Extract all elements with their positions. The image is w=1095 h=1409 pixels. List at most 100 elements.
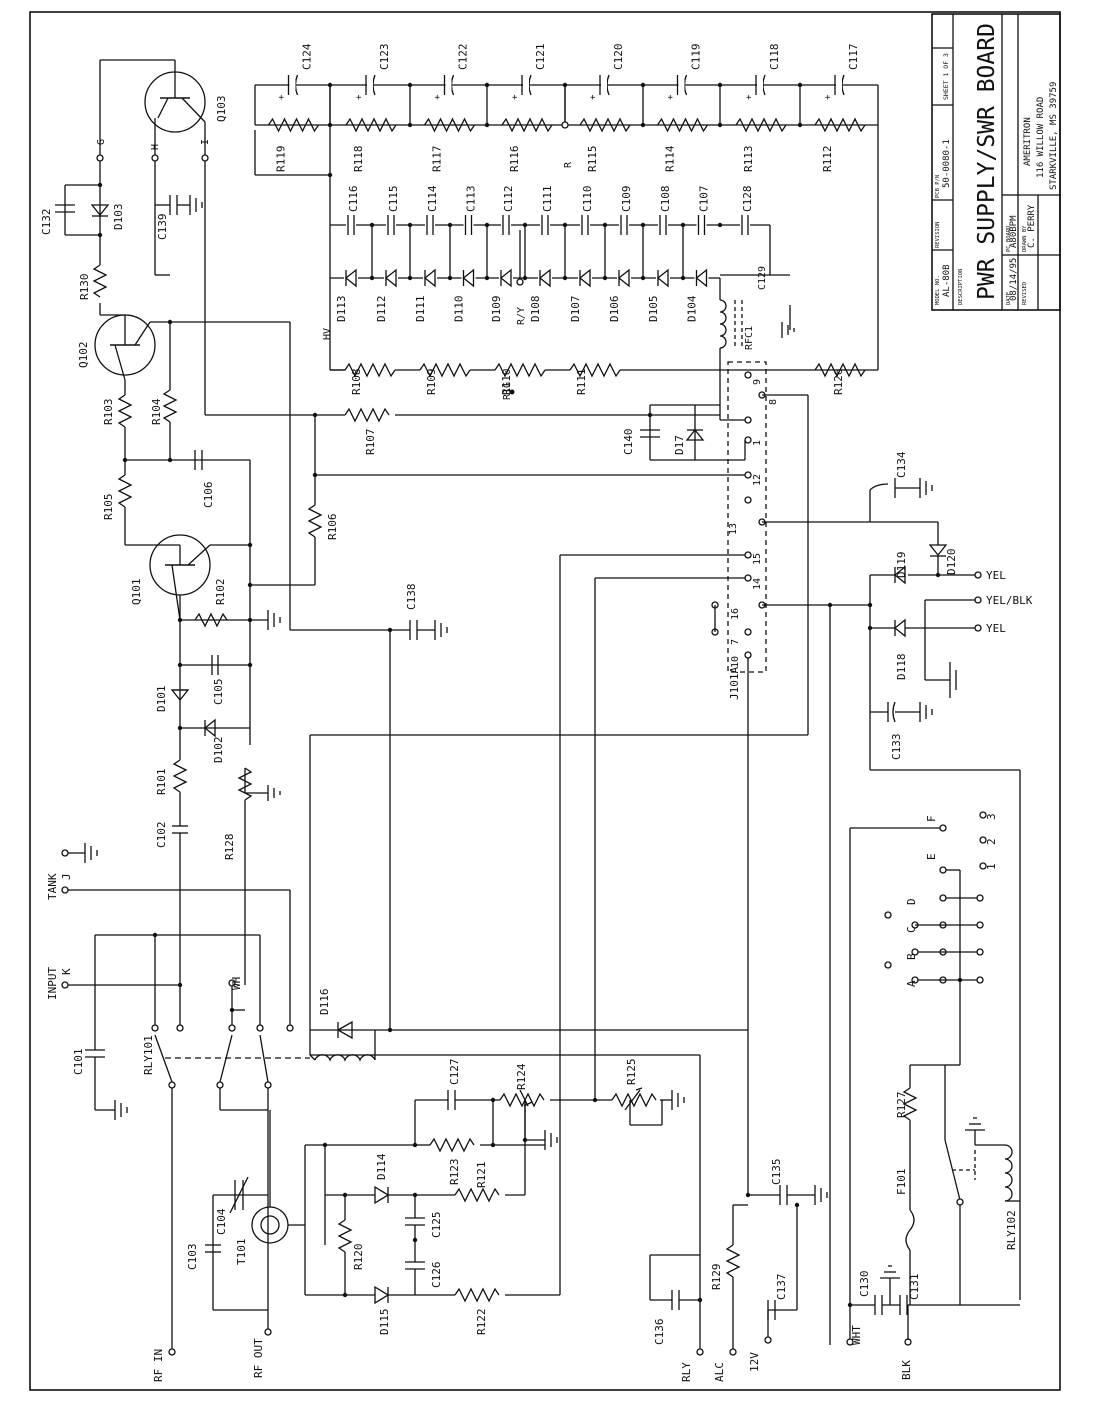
svg-text:D119: D119 (895, 552, 908, 579)
svg-text:D106: D106 (608, 296, 621, 323)
bleeder-resistor (419, 362, 471, 378)
r128-label: R128 (223, 834, 236, 861)
multiplier-diode (538, 268, 552, 288)
c138-label: C138 (405, 584, 418, 611)
multiplier-cap-label: C116 (347, 186, 360, 213)
d102-label: D102 (212, 737, 225, 764)
svg-text:13: 13 (728, 523, 739, 535)
c137-label: C137 (775, 1274, 788, 1301)
revised-label: REVISED (1022, 282, 1028, 305)
rail-cap-label: C118 (768, 44, 781, 71)
svg-text:R114: R114 (664, 145, 677, 172)
rail-resistor-label: R113 (742, 146, 755, 173)
svg-text:D120: D120 (945, 549, 958, 576)
svg-text:C133: C133 (890, 734, 903, 761)
rail-capacitor: + (668, 74, 688, 103)
multiplier-cap-label: C108 (659, 186, 672, 213)
multiplier-cap-label: C115 (387, 186, 400, 213)
svg-text:C108: C108 (659, 186, 672, 213)
svg-text:C114: C114 (426, 185, 439, 212)
multiplier-diode (461, 268, 476, 288)
j101a-pin-8: 8 (768, 399, 779, 405)
svg-text:J101A: J101A (728, 667, 741, 700)
rail-resistor-label: R115 (586, 146, 599, 173)
svg-text:C109: C109 (620, 186, 633, 213)
rly-label: RLY (680, 1362, 693, 1382)
rail-resistor-label: R112 (821, 146, 834, 173)
svg-text:R120: R120 (352, 1244, 365, 1271)
rail-capacitor: + (435, 74, 455, 103)
svg-text:C125: C125 (430, 1212, 443, 1239)
c129-label: C129 (757, 266, 768, 290)
svg-text:B: B (905, 953, 918, 960)
multiplier-diode (423, 268, 437, 288)
description-label: DESCRIPTION (958, 269, 964, 305)
pc-board-value: A80BPM (1009, 215, 1019, 248)
multiplier-cap-label: C112 (502, 186, 515, 213)
multiplier-diode (384, 268, 398, 288)
svg-text:C129: C129 (757, 266, 768, 290)
r103-label: R103 (102, 399, 115, 426)
rail-resistor-label: R117 (431, 146, 444, 173)
r105-label: R105 (102, 494, 115, 521)
svg-text:R127: R127 (895, 1092, 908, 1119)
svg-text:+: + (825, 93, 831, 103)
terminal-1: 1 (985, 863, 998, 870)
multiplier-cap-label: C110 (581, 186, 594, 213)
yel-wire-1: YEL (986, 569, 1006, 582)
bleeder-resistor-label: R110 (500, 369, 513, 396)
terminal-c: C (905, 926, 918, 933)
t101-label: T101 (235, 1239, 248, 1266)
svg-text:D112: D112 (375, 296, 388, 323)
multiplier-cap-label: C114 (426, 185, 439, 212)
rail-resistor (501, 117, 553, 133)
svg-text:R128: R128 (223, 834, 236, 861)
svg-text:C137: C137 (775, 1274, 788, 1301)
rly102-coil (1004, 1144, 1013, 1202)
c140-label: C140 (622, 429, 635, 456)
svg-text:R130: R130 (78, 274, 91, 301)
j101a-pin-1: 1 (752, 440, 763, 446)
svg-text:HV: HV (322, 328, 333, 340)
svg-text:R104: R104 (150, 398, 163, 425)
svg-text:E: E (925, 853, 938, 860)
svg-text:C124: C124 (301, 43, 314, 70)
svg-text:C102: C102 (155, 822, 168, 849)
multiplier-capacitor (463, 215, 474, 235)
svg-text:D: D (905, 898, 918, 905)
c132-label: C132 (40, 209, 53, 236)
bleeder-resistor (494, 362, 546, 378)
svg-text:C132: C132 (40, 209, 53, 236)
svg-text:C122: C122 (457, 44, 470, 71)
fuse-relay-section (846, 811, 1020, 1346)
h-terminal-label: H (150, 144, 161, 150)
rf-in-label: RF IN (152, 1349, 165, 1382)
svg-text:R123: R123 (448, 1159, 461, 1186)
rail-cap-label: C122 (457, 44, 470, 71)
svg-text:15: 15 (752, 553, 763, 565)
j101a-pin-10: 10 (730, 656, 741, 668)
svg-text:D118: D118 (895, 654, 908, 681)
c127-label: C127 (448, 1059, 461, 1086)
r125-potentiometer (611, 1092, 657, 1108)
model-no: AL-80B (942, 264, 952, 297)
j101a-pin-16: 16 (730, 608, 741, 620)
c101-label: C101 (72, 1049, 85, 1076)
j101a-connector (309, 361, 1021, 1345)
svg-text:R124: R124 (515, 1063, 528, 1090)
r1g-label: R1G (502, 382, 513, 400)
rfc1-label: RFC1 (744, 326, 755, 350)
r123-label: R123 (448, 1159, 461, 1186)
multiplier-diode (617, 268, 631, 288)
svg-text:R110: R110 (500, 369, 513, 396)
svg-text:C118: C118 (768, 44, 781, 71)
multiplier-diode-label: D108 (529, 296, 542, 323)
j101a-label: J101A (728, 667, 741, 700)
rail-capacitor: + (512, 74, 532, 103)
svg-text:C136: C136 (653, 1319, 666, 1346)
svg-text:C117: C117 (847, 44, 860, 71)
j101a-pin-9: 9 (752, 379, 763, 385)
svg-text:R109: R109 (425, 369, 438, 396)
svg-text:C120: C120 (612, 44, 625, 71)
